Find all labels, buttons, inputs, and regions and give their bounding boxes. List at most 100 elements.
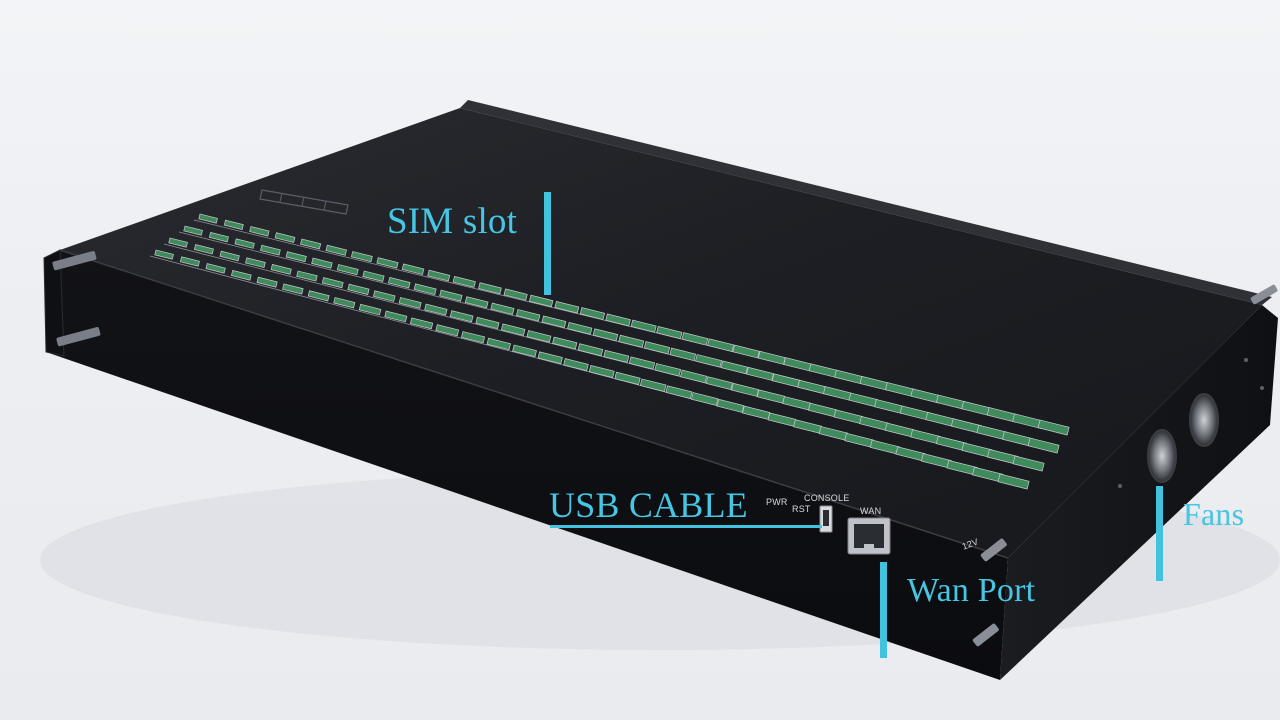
sim-slot bbox=[475, 316, 500, 330]
sim-slot bbox=[464, 296, 489, 309]
sim-slot bbox=[1027, 437, 1060, 454]
sim-slot bbox=[256, 276, 278, 288]
sim-slot bbox=[460, 331, 486, 344]
sim-slot bbox=[452, 275, 476, 288]
sim-slot bbox=[245, 257, 266, 268]
sim-slot bbox=[490, 302, 515, 315]
sim-slot bbox=[720, 360, 748, 375]
sim-slot bbox=[669, 347, 697, 362]
sim-slot bbox=[732, 344, 760, 359]
sim-slot-callout: SIM slot bbox=[387, 201, 518, 242]
side-panel-screw bbox=[1244, 358, 1248, 362]
sim-slot bbox=[398, 297, 422, 309]
sim-slot bbox=[260, 244, 281, 256]
sim-slot bbox=[563, 358, 589, 372]
sim-slot bbox=[193, 244, 214, 255]
pwr-label: PWR bbox=[766, 497, 788, 507]
sim-slot bbox=[630, 319, 657, 333]
sim-slot bbox=[705, 376, 733, 391]
sim-slot bbox=[614, 371, 641, 385]
rack-ear-screw bbox=[980, 538, 1007, 562]
sim-slot bbox=[478, 282, 502, 295]
sim-slot bbox=[336, 264, 359, 276]
fan-icon bbox=[1189, 393, 1219, 447]
sim-slot bbox=[665, 385, 693, 399]
rack-ear-screw bbox=[972, 623, 999, 647]
sim-slot bbox=[579, 307, 606, 320]
sim-slot bbox=[234, 238, 255, 249]
sim-slot bbox=[154, 249, 174, 260]
sim-slot bbox=[321, 277, 344, 289]
fans-callout: Fans bbox=[1183, 496, 1245, 532]
chassis-back-lip bbox=[460, 100, 1272, 305]
sim-slot bbox=[654, 363, 682, 377]
sim-slot bbox=[691, 392, 719, 406]
sim-slot bbox=[285, 251, 307, 263]
sim-slot bbox=[223, 219, 244, 231]
sim-slot bbox=[376, 257, 399, 269]
sim-slot bbox=[526, 330, 552, 343]
sim-slot bbox=[347, 283, 370, 296]
sim-slot bbox=[1037, 419, 1070, 436]
sim-slot bbox=[409, 317, 434, 330]
sim-slot bbox=[401, 263, 425, 275]
sim-slot bbox=[449, 310, 474, 323]
sim-slot bbox=[486, 337, 511, 351]
sim-slot bbox=[512, 344, 537, 358]
top-label-block bbox=[259, 189, 349, 215]
sim-slot bbox=[183, 225, 203, 236]
sim-slot bbox=[605, 313, 631, 327]
sim-slot bbox=[541, 315, 567, 329]
rst-label: RST bbox=[792, 504, 811, 514]
sim-slot bbox=[333, 297, 356, 309]
console-label: CONSOLE bbox=[804, 493, 850, 503]
fan-group bbox=[1147, 393, 1219, 483]
sim-slot bbox=[628, 356, 656, 370]
sim-slot bbox=[515, 309, 541, 322]
sim-slot bbox=[219, 250, 240, 262]
sim-slot bbox=[577, 343, 604, 357]
sim-slot bbox=[307, 290, 330, 302]
sim-slot bbox=[588, 364, 615, 378]
sim-slot bbox=[997, 473, 1030, 490]
sim-slot bbox=[503, 288, 528, 301]
sim-slot bbox=[427, 269, 451, 282]
sim-slot bbox=[300, 238, 322, 250]
wan-port-callout: Wan Port bbox=[907, 572, 1036, 609]
sim-slot bbox=[387, 276, 411, 289]
sim-slot bbox=[731, 382, 759, 397]
sim-slot bbox=[296, 270, 318, 282]
sim-slot bbox=[372, 290, 396, 302]
fan-icon bbox=[1147, 429, 1177, 483]
sim-slot bbox=[639, 378, 667, 392]
sim-slot bbox=[384, 310, 408, 323]
sim-slot bbox=[567, 321, 593, 335]
sim-slot bbox=[362, 270, 385, 282]
sim-slot bbox=[274, 232, 296, 243]
sim-slot bbox=[554, 300, 580, 314]
sim-slot bbox=[707, 338, 735, 352]
sim-slot bbox=[179, 256, 200, 267]
fans-callout-line bbox=[1156, 486, 1163, 581]
rack-ear-screw bbox=[56, 327, 101, 347]
sim-slot-array bbox=[149, 213, 1070, 490]
sim-slot bbox=[350, 251, 373, 263]
side-panel-screw bbox=[1118, 484, 1122, 488]
sim-slot bbox=[746, 366, 774, 381]
sim-slot bbox=[208, 231, 229, 243]
rack-ear-left bbox=[43, 249, 65, 357]
sim-slot bbox=[230, 269, 252, 281]
sim-slot bbox=[500, 323, 526, 336]
sim-slot bbox=[716, 398, 745, 413]
chassis-front-face bbox=[46, 250, 1008, 680]
sim-slot bbox=[681, 332, 709, 346]
sim-slot bbox=[424, 303, 448, 316]
sim-slot bbox=[249, 226, 270, 237]
sim-slot bbox=[325, 244, 347, 256]
sim-slot bbox=[680, 369, 708, 384]
sim-slot bbox=[552, 336, 578, 350]
sim-slot bbox=[643, 341, 671, 355]
wan-port-callout-line bbox=[880, 562, 887, 658]
front-port-panel bbox=[819, 505, 891, 555]
sim-slot bbox=[1012, 455, 1045, 472]
